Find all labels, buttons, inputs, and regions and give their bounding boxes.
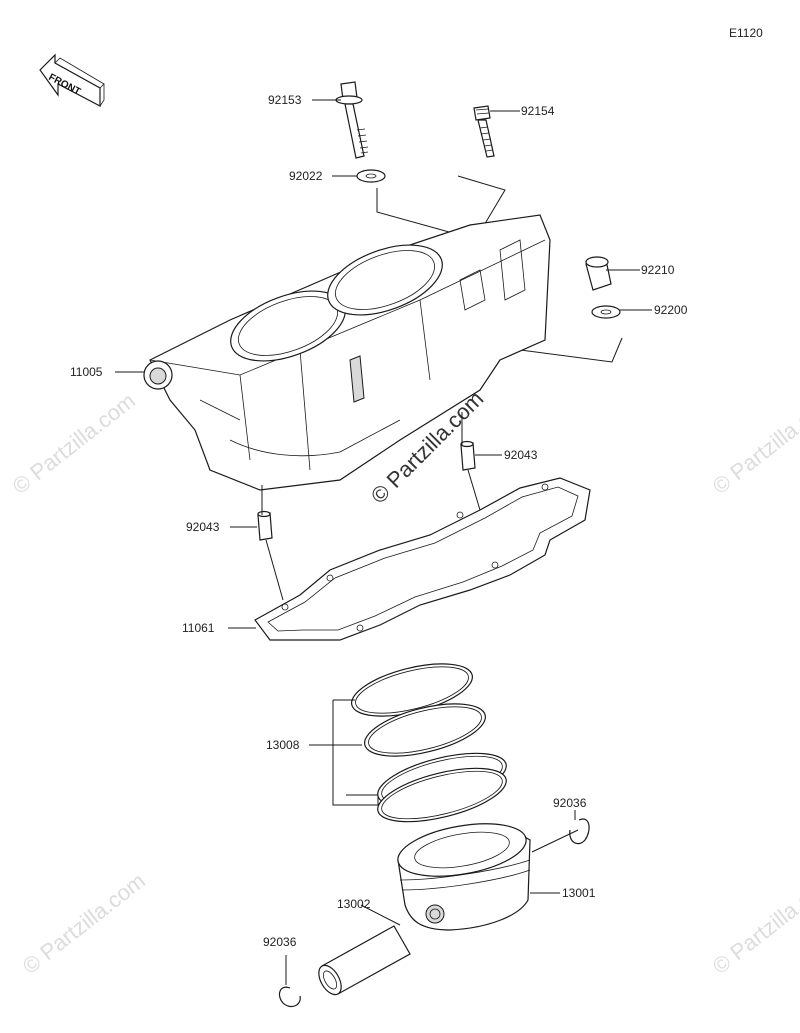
rings-bracket	[332, 699, 379, 806]
washer-92200[interactable]	[591, 305, 621, 319]
gasket-11061[interactable]	[254, 477, 591, 641]
dowel-left-guide	[261, 485, 284, 601]
callout-11005[interactable]: 11005	[70, 365, 103, 379]
dowel-92043-right[interactable]	[460, 440, 476, 471]
bushing-92210[interactable]	[585, 256, 612, 291]
callout-92043-left[interactable]: 92043	[186, 520, 220, 534]
piston-rings-13008[interactable]	[347, 654, 512, 833]
circlip-92036-right[interactable]	[569, 818, 590, 845]
washer-92022[interactable]	[356, 169, 386, 183]
callout-13008[interactable]: 13008	[266, 738, 300, 752]
piston-13001[interactable]	[394, 815, 531, 931]
callout-92210[interactable]: 92210	[641, 263, 675, 277]
callout-92043-right[interactable]: 92043	[504, 448, 538, 462]
washer-bracket-lines	[489, 337, 623, 363]
callout-92154[interactable]: 92154	[521, 104, 555, 118]
leader-lines	[115, 99, 652, 985]
bolt-bracket-lines	[376, 175, 506, 241]
callout-92153[interactable]: 92153	[268, 93, 302, 107]
watermark-bottom-right: © Partzilla.com	[708, 868, 800, 979]
circlip-92036-left[interactable]	[278, 986, 301, 1008]
callout-13002[interactable]: 13002	[337, 897, 371, 911]
cylinder-block-11005[interactable]	[143, 214, 551, 491]
bolt-92153[interactable]	[335, 81, 369, 159]
callout-92036-right[interactable]: 92036	[553, 796, 587, 810]
callout-92200[interactable]: 92200	[654, 303, 688, 317]
watermark-left: © Partzilla.com	[8, 388, 140, 499]
callout-92036-left[interactable]: 92036	[263, 935, 297, 949]
front-arrow-icon: FRONT	[39, 53, 105, 107]
piston-pin-13002[interactable]	[314, 925, 411, 998]
watermark-bottom-left: © Partzilla.com	[18, 868, 150, 979]
diagram-id: E1120	[729, 26, 763, 40]
watermark-right: © Partzilla.com	[708, 388, 800, 499]
callout-92022[interactable]: 92022	[289, 169, 323, 183]
callout-11061[interactable]: 11061	[182, 621, 215, 635]
bolt-92154[interactable]	[473, 105, 495, 158]
callout-13001[interactable]: 13001	[562, 886, 596, 900]
dowel-92043-left[interactable]	[257, 510, 273, 541]
